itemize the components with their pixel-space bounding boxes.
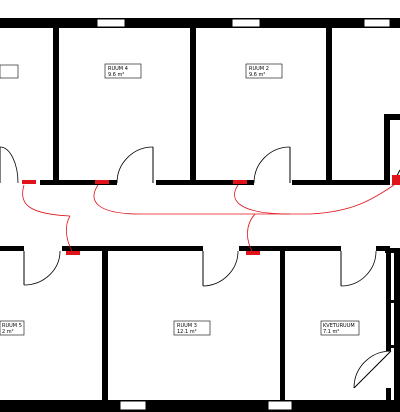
outer-wall-bottom — [0, 400, 400, 412]
partition-top-2 — [190, 28, 196, 183]
room-k-name: KVETURUUM — [323, 323, 355, 329]
room-3-area: 12.1 m² — [177, 329, 197, 335]
room-5-name: RUUM 5 — [2, 323, 22, 329]
door-marker-1 — [22, 180, 36, 184]
window-top-1 — [96, 18, 126, 28]
room-2-area: 9.6 m² — [249, 72, 265, 78]
partition-bottom-1 — [102, 251, 108, 401]
door-marker-6 — [392, 175, 400, 185]
room-k-area: 7.1 m² — [323, 329, 339, 335]
partition-top-1 — [53, 28, 59, 183]
room-3-name: RUUM 3 — [177, 323, 197, 329]
partition-bottom-3b — [386, 388, 391, 401]
right-vertical-wall — [384, 114, 390, 185]
partition-top-3 — [326, 28, 332, 183]
room-5-area: 2 m² — [2, 329, 14, 335]
door-marker-3 — [233, 180, 247, 184]
door-room-2 — [253, 146, 291, 184]
door-closet — [353, 350, 392, 389]
room-tag-3: RUUM 3 12.1 m² — [173, 320, 211, 336]
corridor-wall-bottom-b — [62, 246, 203, 251]
room-4-name: RUUM 4 — [108, 66, 128, 72]
window-bottom-2 — [267, 400, 293, 411]
right-outer-wall — [394, 248, 400, 400]
corridor-wall-bottom-a — [0, 246, 24, 251]
closet-shelf-1 — [386, 300, 400, 303]
door-room-3 — [202, 250, 239, 287]
room-tag-left-top — [0, 64, 19, 79]
window-bottom-1 — [119, 400, 147, 411]
window-top-2 — [231, 18, 261, 28]
room-2-name: RUUM 2 — [249, 66, 269, 72]
room-tag-4: RUUM 4 9.6 m² — [104, 63, 142, 79]
door-marker-2 — [95, 180, 109, 184]
door-kveturuum — [340, 250, 377, 287]
room-tag-kveturuum: KVETURUUM 7.1 m² — [320, 320, 360, 336]
room-tag-2: RUUM 2 9.6 m² — [245, 63, 283, 79]
door-room-4 — [116, 146, 154, 184]
corridor-wall-bottom-d — [376, 246, 390, 251]
door-marker-4 — [66, 251, 80, 255]
door-room-5 — [23, 250, 61, 286]
door-marker-5 — [246, 251, 260, 255]
room-tag-5: RUUM 5 2 m² — [0, 320, 25, 336]
corridor-wall-top-c — [292, 180, 384, 185]
outer-wall-top — [0, 18, 400, 28]
room-4-area: 9.6 m² — [108, 72, 124, 78]
door-room-left-top — [0, 146, 19, 184]
right-corner-wall — [385, 248, 400, 253]
partition-bottom-2 — [280, 251, 285, 401]
corridor-wall-top-a — [40, 180, 117, 185]
corridor-wall-bottom-c — [239, 246, 341, 251]
corridor-wall-top-b — [156, 180, 254, 185]
closet-shelf-2 — [386, 345, 400, 348]
window-top-3 — [363, 18, 391, 28]
corridor-swing-arcs — [22, 184, 395, 252]
right-stub-wall — [384, 114, 400, 120]
